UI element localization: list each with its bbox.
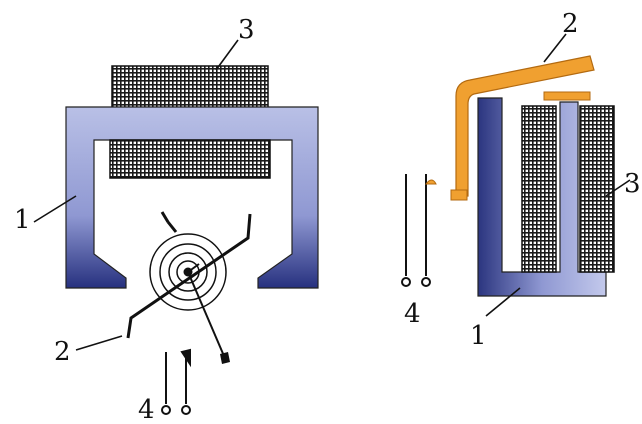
right-label-2: 2 [562,9,579,39]
left-shaft-tip [220,352,230,364]
left-label-4: 4 [138,395,155,424]
left-coil-top [112,66,268,108]
right-relay: 1 2 3 4 [402,9,641,351]
right-pole-cap [544,92,590,100]
left-coil-bottom [110,140,270,178]
right-contacts [402,174,436,286]
left-label-3: 3 [238,15,255,45]
left-label-2: 2 [54,337,71,367]
right-armature-tip [451,190,467,200]
left-yoke [66,107,318,288]
left-label-1: 1 [14,205,31,235]
left-spring-hook [162,212,176,232]
right-coil-right [580,106,614,272]
left-shaft [188,272,224,356]
left-contacts [162,350,190,414]
right-label-4: 4 [404,299,421,329]
left-relay: 1 2 3 4 [14,15,318,424]
left-leader-2 [76,336,122,350]
right-label-1: 1 [470,321,487,351]
right-label-3: 3 [624,169,641,199]
right-coil-left [522,106,556,272]
